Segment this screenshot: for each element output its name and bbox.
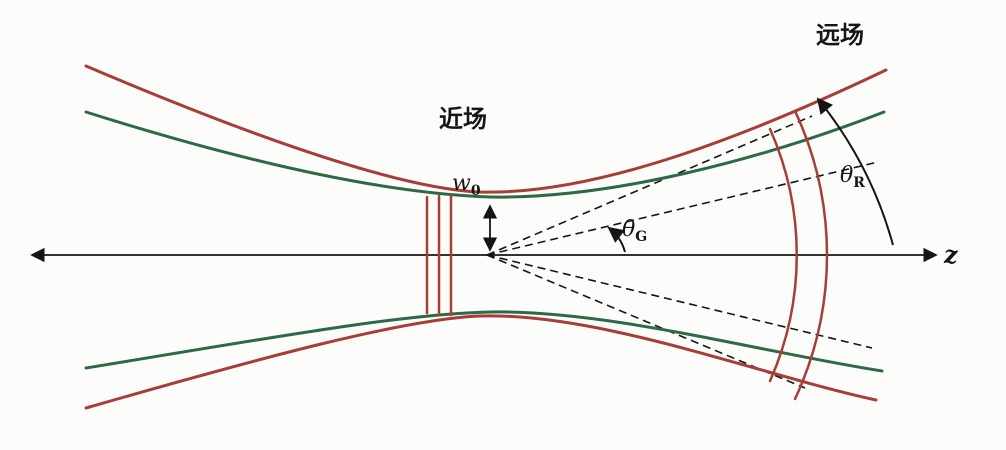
real-beam-envelope-bottom [84, 314, 878, 410]
theta-r-angle-arc [816, 97, 894, 246]
waist-label: w0 [452, 171, 481, 199]
waist-subscript: 0 [471, 183, 481, 199]
asymptote-shallow-top [486, 161, 879, 256]
theta-r-symbol: θ [840, 163, 853, 188]
asymptote-steep-top [486, 115, 813, 256]
gaussian-beam-envelope-bottom [84, 310, 884, 373]
waist-symbol: w [452, 171, 471, 196]
real-beam-envelope-top [84, 64, 888, 194]
theta-g-symbol: θ [622, 217, 635, 242]
theta-r-label: θR [840, 163, 865, 191]
near-field-label: 近场 [439, 105, 487, 133]
far-field-wavefront-arc-inner [768, 127, 799, 383]
theta-g-angle-arrow [607, 226, 626, 253]
far-field-wavefront-arc-outer [793, 109, 829, 401]
far-field-label: 远场 [816, 21, 864, 49]
asymptote-shallow-bottom [486, 254, 873, 349]
theta-r-subscript: R [853, 175, 865, 191]
theta-g-subscript: G [635, 229, 647, 245]
theta-g-label: θG [622, 217, 647, 245]
gaussian-beam-envelope-top [84, 110, 886, 199]
z-axis-label: z [943, 240, 959, 269]
